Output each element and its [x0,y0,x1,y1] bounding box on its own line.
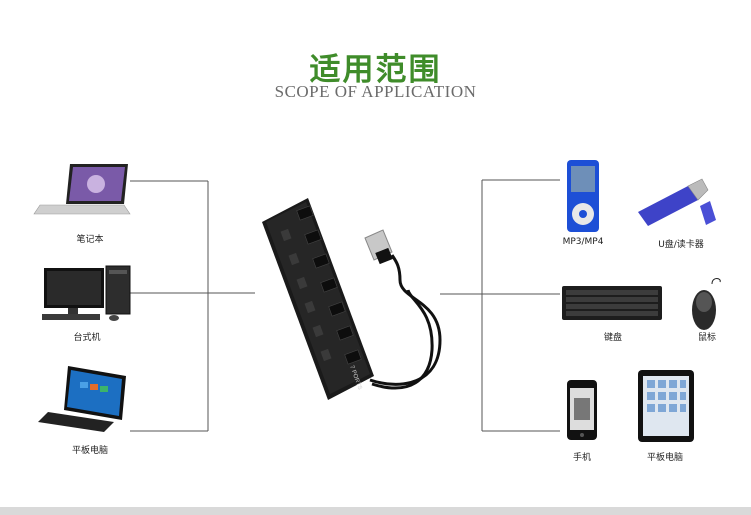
label-desktop: 台式机 [73,333,101,343]
label-mp3: MP3/MP4 [562,237,604,247]
ipad-icon [638,370,694,442]
bottom-divider [0,507,751,515]
label-phone: 手机 [572,453,591,463]
label-mouse: 鼠标 [697,333,716,343]
left-connector-lines [130,180,255,432]
right-connector-lines [440,179,560,432]
desktop-computer-icon [42,265,131,321]
usb-flash-drive-icon [638,178,716,226]
laptop-icon [33,164,131,215]
mouse-icon [692,278,721,330]
usb-hub-icon: 7 PORTS [262,198,442,400]
keyboard-icon [562,286,662,320]
label-laptop: 笔记本 [76,235,104,245]
windows-tablet-icon [38,366,126,432]
label-usb-drive: U盘/读卡器 [658,240,704,250]
title-english: SCOPE OF APPLICATION [274,82,477,101]
smartphone-icon [567,380,597,440]
label-tablet-left: 平板电脑 [71,446,108,456]
label-keyboard: 键盘 [603,333,622,343]
label-tablet-right: 平板电脑 [646,453,683,463]
title-chinese: 适用范围 [309,52,442,88]
mp3-player-icon [567,160,599,232]
